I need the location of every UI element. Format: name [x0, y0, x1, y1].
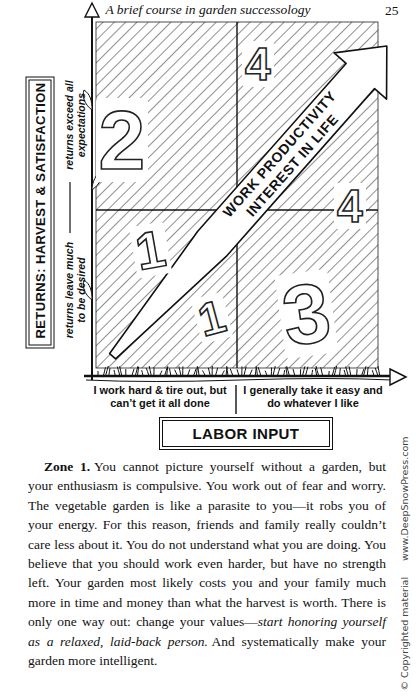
axis-title-box: RETURNS: HARVEST & SATISFACTION [29, 79, 52, 345]
grass-blade [160, 371, 162, 375]
watermark: © Copyrighted material www.DeepSnowPress.… [399, 436, 410, 690]
grass-blade [328, 371, 329, 375]
zone-number: 4 [334, 183, 366, 229]
grass-blade [175, 370, 178, 375]
grass-blade [250, 370, 252, 375]
grass-blade [208, 368, 210, 375]
axis-note: returns leave much to be desired [63, 236, 87, 344]
grass-blade [117, 367, 119, 375]
grass-blade [194, 369, 196, 375]
grass-blade [132, 369, 134, 375]
grass-blade [375, 368, 378, 375]
grass-blade [356, 369, 357, 375]
grass-blade [271, 368, 272, 376]
ground-line [86, 379, 392, 382]
grass-blade [167, 366, 168, 375]
grass-blade [153, 368, 154, 376]
watermark: www.DeepSnowPress.com [399, 436, 410, 560]
grass-blade [179, 367, 181, 376]
grass-blade [203, 371, 205, 376]
grass-blade [149, 366, 151, 375]
grass [98, 366, 380, 375]
grass-blade [287, 366, 290, 375]
zone-number: 4 [242, 41, 274, 87]
arrow-shape [86, 23, 413, 380]
grass-blade [222, 370, 224, 375]
grass-blade [104, 367, 106, 375]
x-axis [84, 375, 392, 377]
axis-title-box: LABOR INPUT [162, 420, 331, 447]
grass-blade [273, 366, 275, 375]
grass-blade [278, 368, 280, 375]
node-text: LABOR INPUT [193, 425, 300, 442]
grass-blade [321, 367, 323, 375]
grass-blade [109, 368, 110, 375]
grass-blade [170, 368, 171, 375]
grass-blade [165, 367, 167, 375]
grass-blade [293, 369, 295, 375]
axis-note: I work hard & tire out, but can’t get it… [90, 384, 230, 410]
grass-blade [311, 370, 313, 375]
grass-blade [226, 367, 228, 375]
grass-blade [182, 366, 183, 375]
grass-blade [230, 369, 232, 375]
grass-blade [378, 366, 380, 375]
grass-blade [349, 366, 351, 375]
grass-blade [216, 368, 218, 375]
grass-blade [300, 369, 301, 375]
grass-blade [125, 369, 126, 375]
grass-blade [283, 370, 285, 375]
grass-blade [120, 366, 122, 375]
grass-blade [346, 367, 349, 375]
page-number: 25 [385, 3, 399, 19]
grass-blade [372, 370, 374, 375]
grass-blade [212, 366, 213, 375]
watermark: © Copyrighted material [399, 576, 410, 690]
grass-blade [237, 369, 239, 375]
body-paragraph: Zone 1.You cannot picture yourself witho… [28, 457, 386, 670]
grass-blade [138, 367, 139, 375]
axis-note: returns exceed all expectations [63, 71, 87, 179]
grass-blade [136, 366, 138, 375]
grass-blade [146, 368, 149, 375]
body-text: You cannot picture yourself without a ga… [28, 459, 386, 629]
grass-blade [344, 370, 345, 375]
running-head: A brief course in garden successology [0, 2, 416, 18]
grass-blade [114, 370, 115, 375]
grass-blade [98, 371, 99, 375]
zone-number: 3 [274, 269, 338, 360]
zone-number: 2 [96, 98, 149, 182]
grass-blade [106, 366, 109, 375]
grass-blade [316, 366, 318, 375]
grass-blade [244, 367, 246, 376]
x-axis-head [390, 369, 406, 385]
y-axis [91, 12, 93, 380]
grass-blade [256, 366, 257, 375]
zone-heading: Zone 1. [44, 459, 90, 474]
grass-blade [241, 366, 242, 375]
y-axis-head [85, 3, 99, 17]
grass-blade [303, 366, 305, 375]
grass-blade [265, 371, 267, 375]
divider [235, 385, 236, 414]
grass-blade [367, 367, 369, 375]
grass-blade [142, 370, 143, 375]
axis-note: I generally take it easy and do whatever… [242, 384, 384, 410]
grass-blade [334, 366, 336, 375]
grass-blade [306, 367, 308, 375]
grass-blade [364, 366, 366, 375]
grass-blade [198, 367, 199, 375]
grass-blade [188, 369, 190, 375]
divider [69, 182, 70, 233]
node-text: RETURNS: HARVEST & SATISFACTION [33, 86, 48, 338]
grass-blade [258, 367, 261, 375]
grass-blade [339, 368, 341, 375]
grass-blade [227, 366, 228, 375]
